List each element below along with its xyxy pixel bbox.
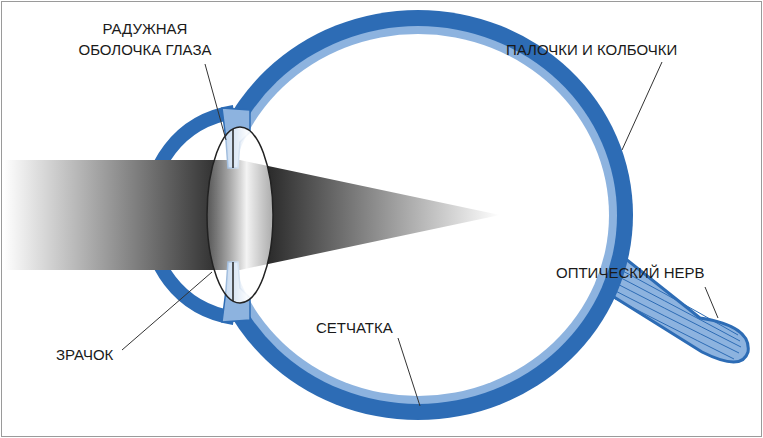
pupil-label: ЗРАЧОК [56, 344, 113, 365]
iris-label: РАДУЖНАЯ ОБОЛОЧКА ГЛАЗА [60, 18, 230, 60]
rods-cones-label: ПАЛОЧКИ И КОЛБОЧКИ [506, 39, 677, 60]
retina-label: СЕТЧАТКА [316, 317, 393, 338]
optic-nerve-label: ОПТИЧЕСКИЙ НЕРВ [556, 262, 705, 283]
leader-lines [122, 62, 718, 406]
